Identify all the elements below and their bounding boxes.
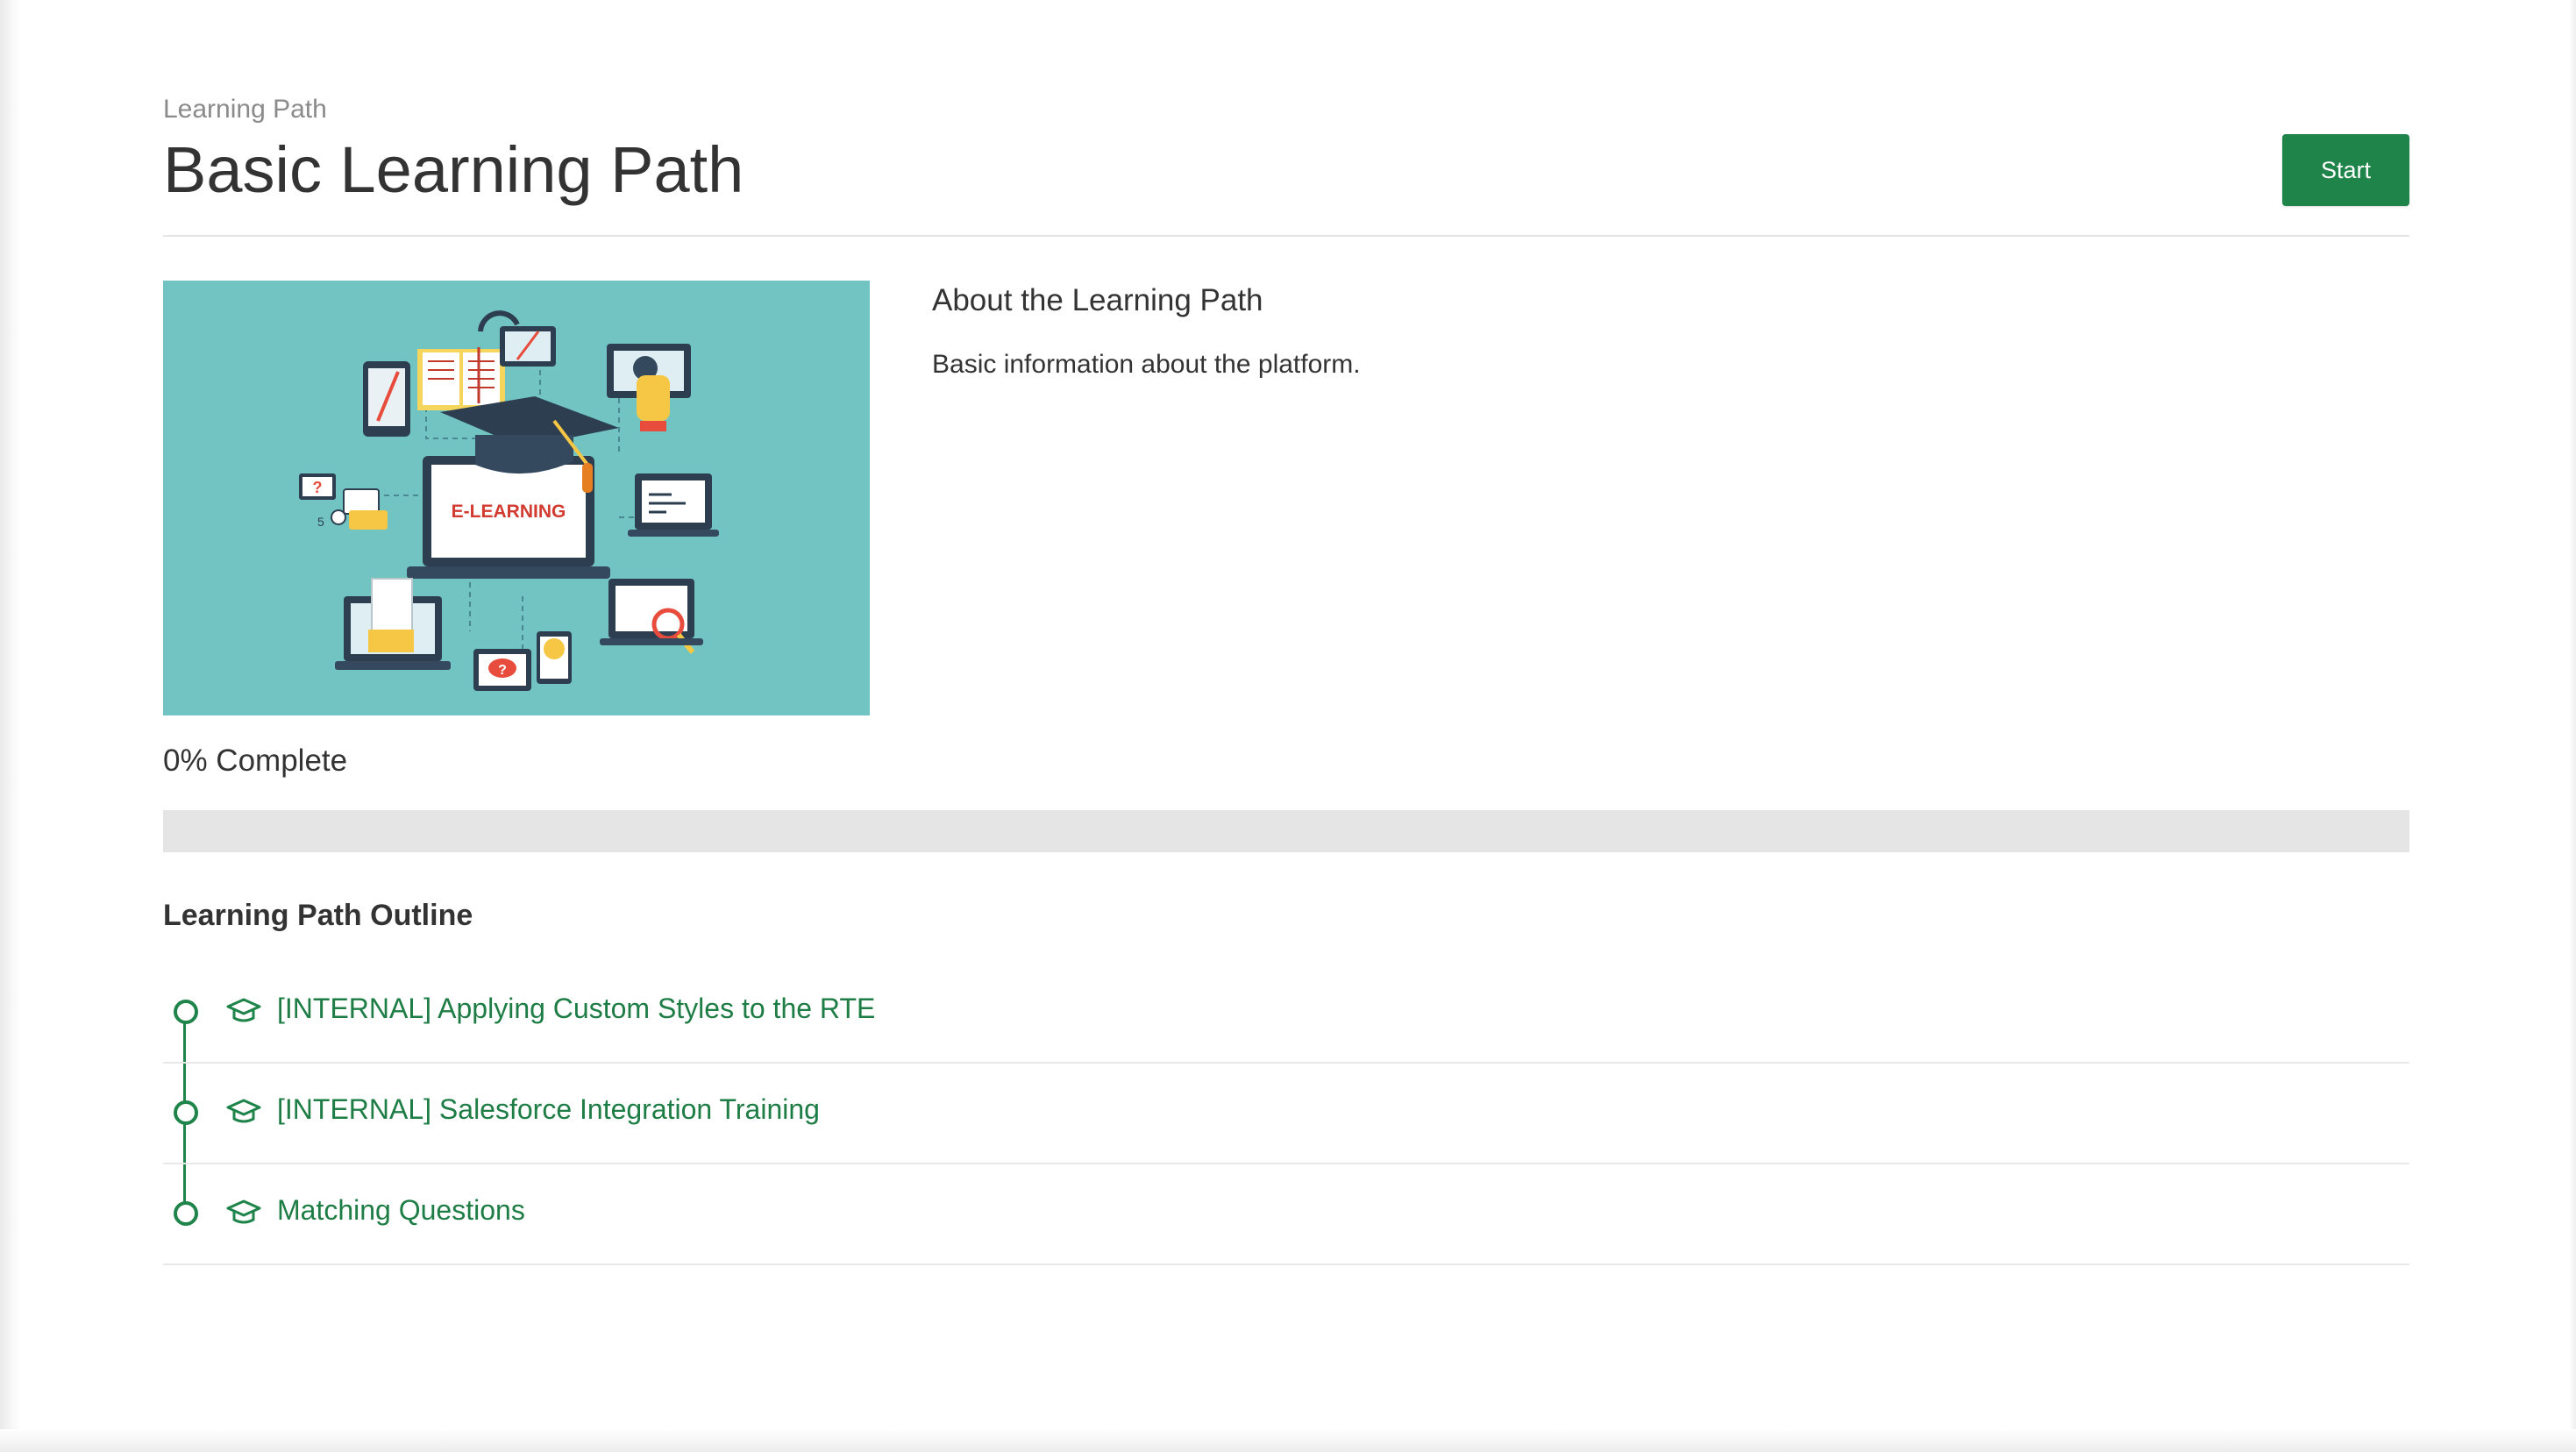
timeline-node-icon [174,1100,198,1125]
outline-item: Matching Questions [163,1164,2409,1265]
start-button[interactable]: Start [2282,134,2409,206]
outline-item-link[interactable]: Matching Questions [277,1194,525,1226]
learning-path-image: E-LEARNING ? 5 [163,281,870,715]
graduation-cap-illustration [440,396,619,493]
page-title: Basic Learning Path [163,133,744,206]
outline-item: [INTERNAL] Salesforce Integration Traini… [163,1064,2409,1164]
window-shadow-bottom [0,1429,2576,1452]
email-laptop-illustration [335,578,451,670]
graduation-cap-icon [226,1099,261,1123]
progress-label: 0% Complete [163,744,348,778]
window-shadow-left [0,0,21,1452]
headphones-illustration [478,310,556,367]
graduation-cap-icon [226,998,261,1022]
question-illustration: ? 5 [299,473,388,530]
chat-tablet-illustration: ? [473,631,572,691]
about-description: Basic information about the platform. [932,350,1361,379]
about-heading: About the Learning Path [932,283,1263,317]
learning-path-page: Learning Path Basic Learning Path Start [163,0,2409,1452]
search-monitor-illustration [600,579,703,654]
outline-item-link[interactable]: [INTERNAL] Salesforce Integration Traini… [277,1093,820,1125]
outline-item-link[interactable]: [INTERNAL] Applying Custom Styles to the… [277,993,876,1024]
laptop-illustration: E-LEARNING [407,456,610,579]
progress-bar [163,810,2409,852]
tablet-illustration [363,361,410,437]
outline-item: [INTERNAL] Applying Custom Styles to the… [163,963,2409,1064]
window-shadow-right [2569,0,2576,1452]
graduation-cap-icon [226,1199,261,1224]
timeline-node-icon [174,1201,198,1226]
svg-text:?: ? [313,479,323,496]
header-divider [163,235,2409,237]
about-section: About the Learning Path Basic informatio… [932,281,2335,382]
book-illustration [417,347,505,410]
outline-list: [INTERNAL] Applying Custom Styles to the… [163,963,2409,1265]
timeline-node-icon [174,1000,198,1024]
svg-text:5: 5 [317,515,324,529]
touch-screen-illustration [607,344,691,431]
page-eyebrow: Learning Path [163,95,327,124]
outline-title: Learning Path Outline [163,899,473,932]
svg-text:E-LEARNING: E-LEARNING [452,502,566,522]
document-monitor-illustration [628,473,719,537]
svg-text:?: ? [498,663,507,678]
